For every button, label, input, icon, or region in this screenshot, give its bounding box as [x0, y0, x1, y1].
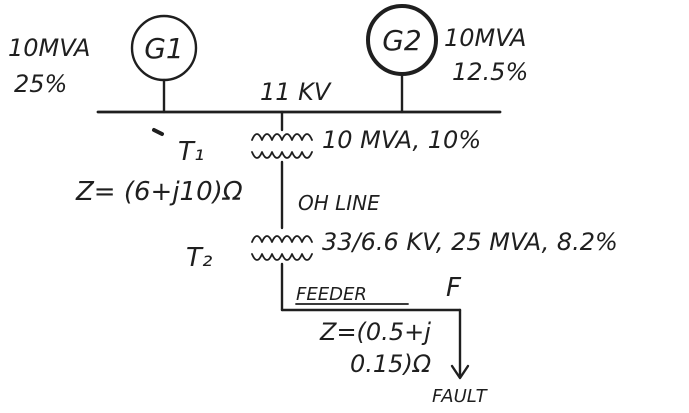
t2-primary-coil: [251, 235, 313, 243]
feeder-impedance-line2: 0.15)Ω: [350, 350, 432, 378]
g2-rating: 10MVA: [444, 24, 526, 52]
g1-label: G1: [144, 32, 184, 65]
t2-rating: 33/6.6 KV, 25 MVA, 8.2%: [322, 228, 618, 256]
feeder-point: F: [446, 273, 462, 303]
g1-reactance: 25%: [14, 70, 67, 98]
t2-secondary-coil: [251, 253, 313, 261]
feeder-label: FEEDER: [296, 284, 367, 305]
feeder-impedance-line1: Z=(0.5+j: [319, 318, 431, 346]
t1-primary-coil: [251, 133, 313, 141]
t1-rating: 10 MVA, 10%: [322, 126, 481, 154]
g2-label: G2: [382, 24, 422, 57]
fault-arrow-head: [450, 364, 470, 380]
line-impedance: Z= (6+j10)Ω: [75, 177, 243, 207]
t2-label: T₂: [186, 243, 212, 273]
g2-reactance: 12.5%: [452, 58, 528, 86]
mark: [152, 128, 164, 136]
fault-label: FAULT: [432, 386, 489, 407]
t1-secondary-coil: [251, 151, 313, 159]
t1-label: T₁: [178, 137, 204, 167]
bus-voltage: 11 KV: [260, 78, 332, 106]
line-label: OH LINE: [298, 191, 380, 215]
g1-rating: 10MVA: [8, 34, 90, 62]
